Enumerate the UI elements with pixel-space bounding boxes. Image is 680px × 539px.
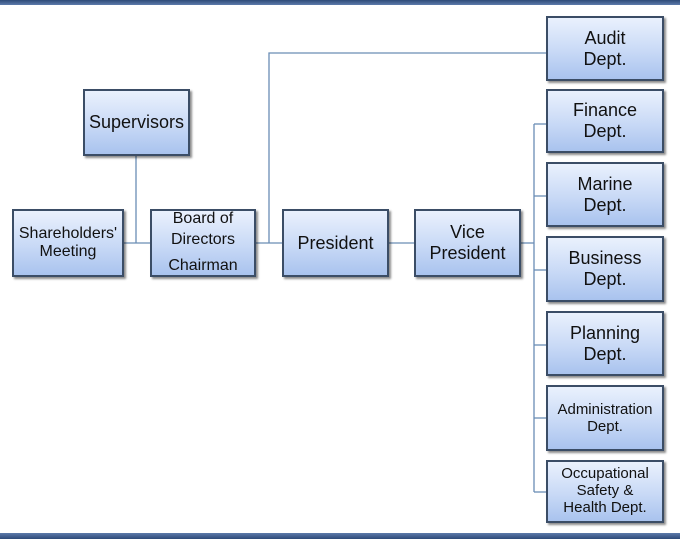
shareholders-label-line1: Shareholders' bbox=[18, 224, 118, 242]
marine-label-line1: Marine bbox=[577, 173, 633, 194]
audit-dept-box: Audit Dept. bbox=[546, 16, 664, 81]
frame-top-border bbox=[0, 0, 680, 5]
administration-label-line2: Dept. bbox=[587, 418, 623, 435]
shareholders-label-line2: Meeting bbox=[39, 243, 97, 260]
connector-board-audit bbox=[268, 52, 547, 243]
finance-label-line2: Dept. bbox=[583, 121, 627, 141]
business-dept-box: Business Dept. bbox=[546, 236, 664, 302]
audit-label-line1: Audit bbox=[584, 27, 626, 48]
shareholders-meeting-box: Shareholders' Meeting bbox=[12, 209, 124, 277]
business-label-line1: Business bbox=[568, 248, 642, 269]
safety-label-line3: Health Dept. bbox=[563, 498, 647, 516]
planning-label-line2: Dept. bbox=[583, 343, 627, 364]
marine-dept-box: Marine Dept. bbox=[546, 162, 664, 227]
audit-label-line2: Dept. bbox=[583, 48, 627, 69]
board-label-line2: Directors bbox=[170, 231, 235, 249]
planning-dept-box: Planning Dept. bbox=[546, 311, 664, 376]
vice-president-label-line1: Vice bbox=[450, 222, 485, 243]
planning-label-line1: Planning bbox=[569, 322, 641, 343]
president-label: President bbox=[297, 232, 374, 253]
supervisors-label: Supervisors bbox=[88, 112, 185, 133]
safety-health-dept-box: Occupational Safety & Health Dept. bbox=[546, 460, 664, 523]
finance-dept-box: Finance Dept. bbox=[546, 89, 664, 153]
president-box: President bbox=[282, 209, 389, 277]
vice-president-label-line2: President bbox=[429, 243, 506, 263]
safety-label-line2: Safety & bbox=[576, 482, 634, 500]
frame-bottom-border bbox=[0, 533, 680, 539]
marine-label-line2: Dept. bbox=[583, 194, 627, 215]
vice-president-box: Vice President bbox=[414, 209, 521, 277]
business-label-line2: Dept. bbox=[583, 269, 627, 289]
safety-label-line1: Occupational bbox=[561, 465, 649, 483]
board-label-line1: Board of bbox=[172, 210, 234, 228]
board-label-chairman: Chairman bbox=[168, 256, 238, 274]
administration-dept-box: Administration Dept. bbox=[546, 385, 664, 451]
administration-label-line1: Administration bbox=[557, 400, 653, 418]
finance-label-line1: Finance bbox=[572, 100, 638, 121]
board-of-directors-box: Board of Directors Chairman bbox=[150, 209, 256, 277]
supervisors-box: Supervisors bbox=[83, 89, 190, 156]
